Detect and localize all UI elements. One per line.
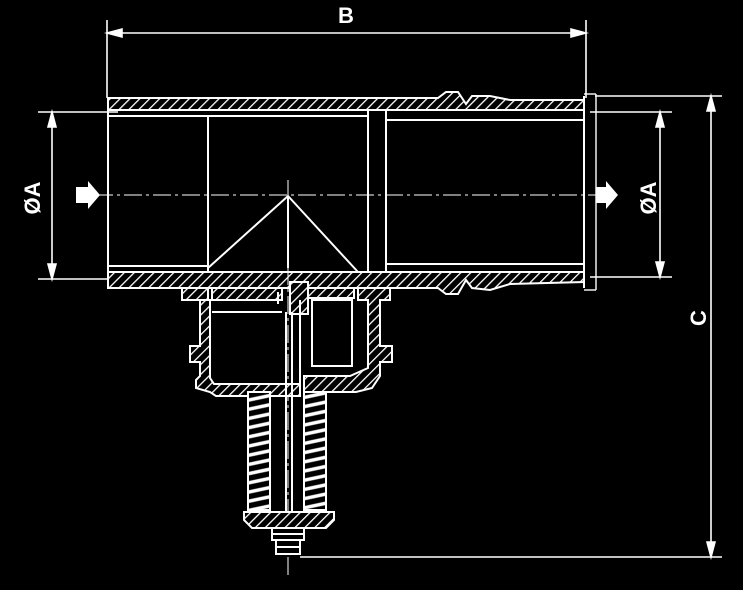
- center-lines: [95, 180, 600, 575]
- dimension-b: [103, 20, 590, 98]
- dimension-c: [300, 92, 722, 561]
- arrowhead: [705, 92, 717, 112]
- arrow-right-icon: [76, 181, 100, 209]
- top-wall: [107, 91, 585, 111]
- arrowhead: [103, 27, 123, 39]
- arrowhead: [705, 541, 717, 561]
- housing-right: [303, 287, 393, 393]
- pipe-body: [107, 91, 597, 295]
- spring-assembly: [243, 312, 335, 555]
- arrowhead: [654, 261, 666, 281]
- housing-left: [181, 287, 301, 397]
- valve-housing: [181, 281, 393, 397]
- spring-plate: [243, 511, 335, 529]
- dimension-a-right: [590, 108, 672, 281]
- dimension-a-left-label: ØA: [20, 181, 45, 214]
- dimension-b-label: B: [338, 3, 354, 28]
- dimension-a-right-label: ØA: [636, 181, 661, 214]
- spring-right: [303, 391, 327, 511]
- arrow-right-icon: [596, 181, 618, 209]
- dimension-c-label: C: [686, 310, 711, 326]
- spring-left: [247, 391, 271, 511]
- arrowhead: [654, 108, 666, 128]
- arrowhead: [46, 263, 58, 283]
- arrowhead: [46, 108, 58, 128]
- arrowhead: [570, 27, 590, 39]
- dimension-a-left: [38, 108, 118, 283]
